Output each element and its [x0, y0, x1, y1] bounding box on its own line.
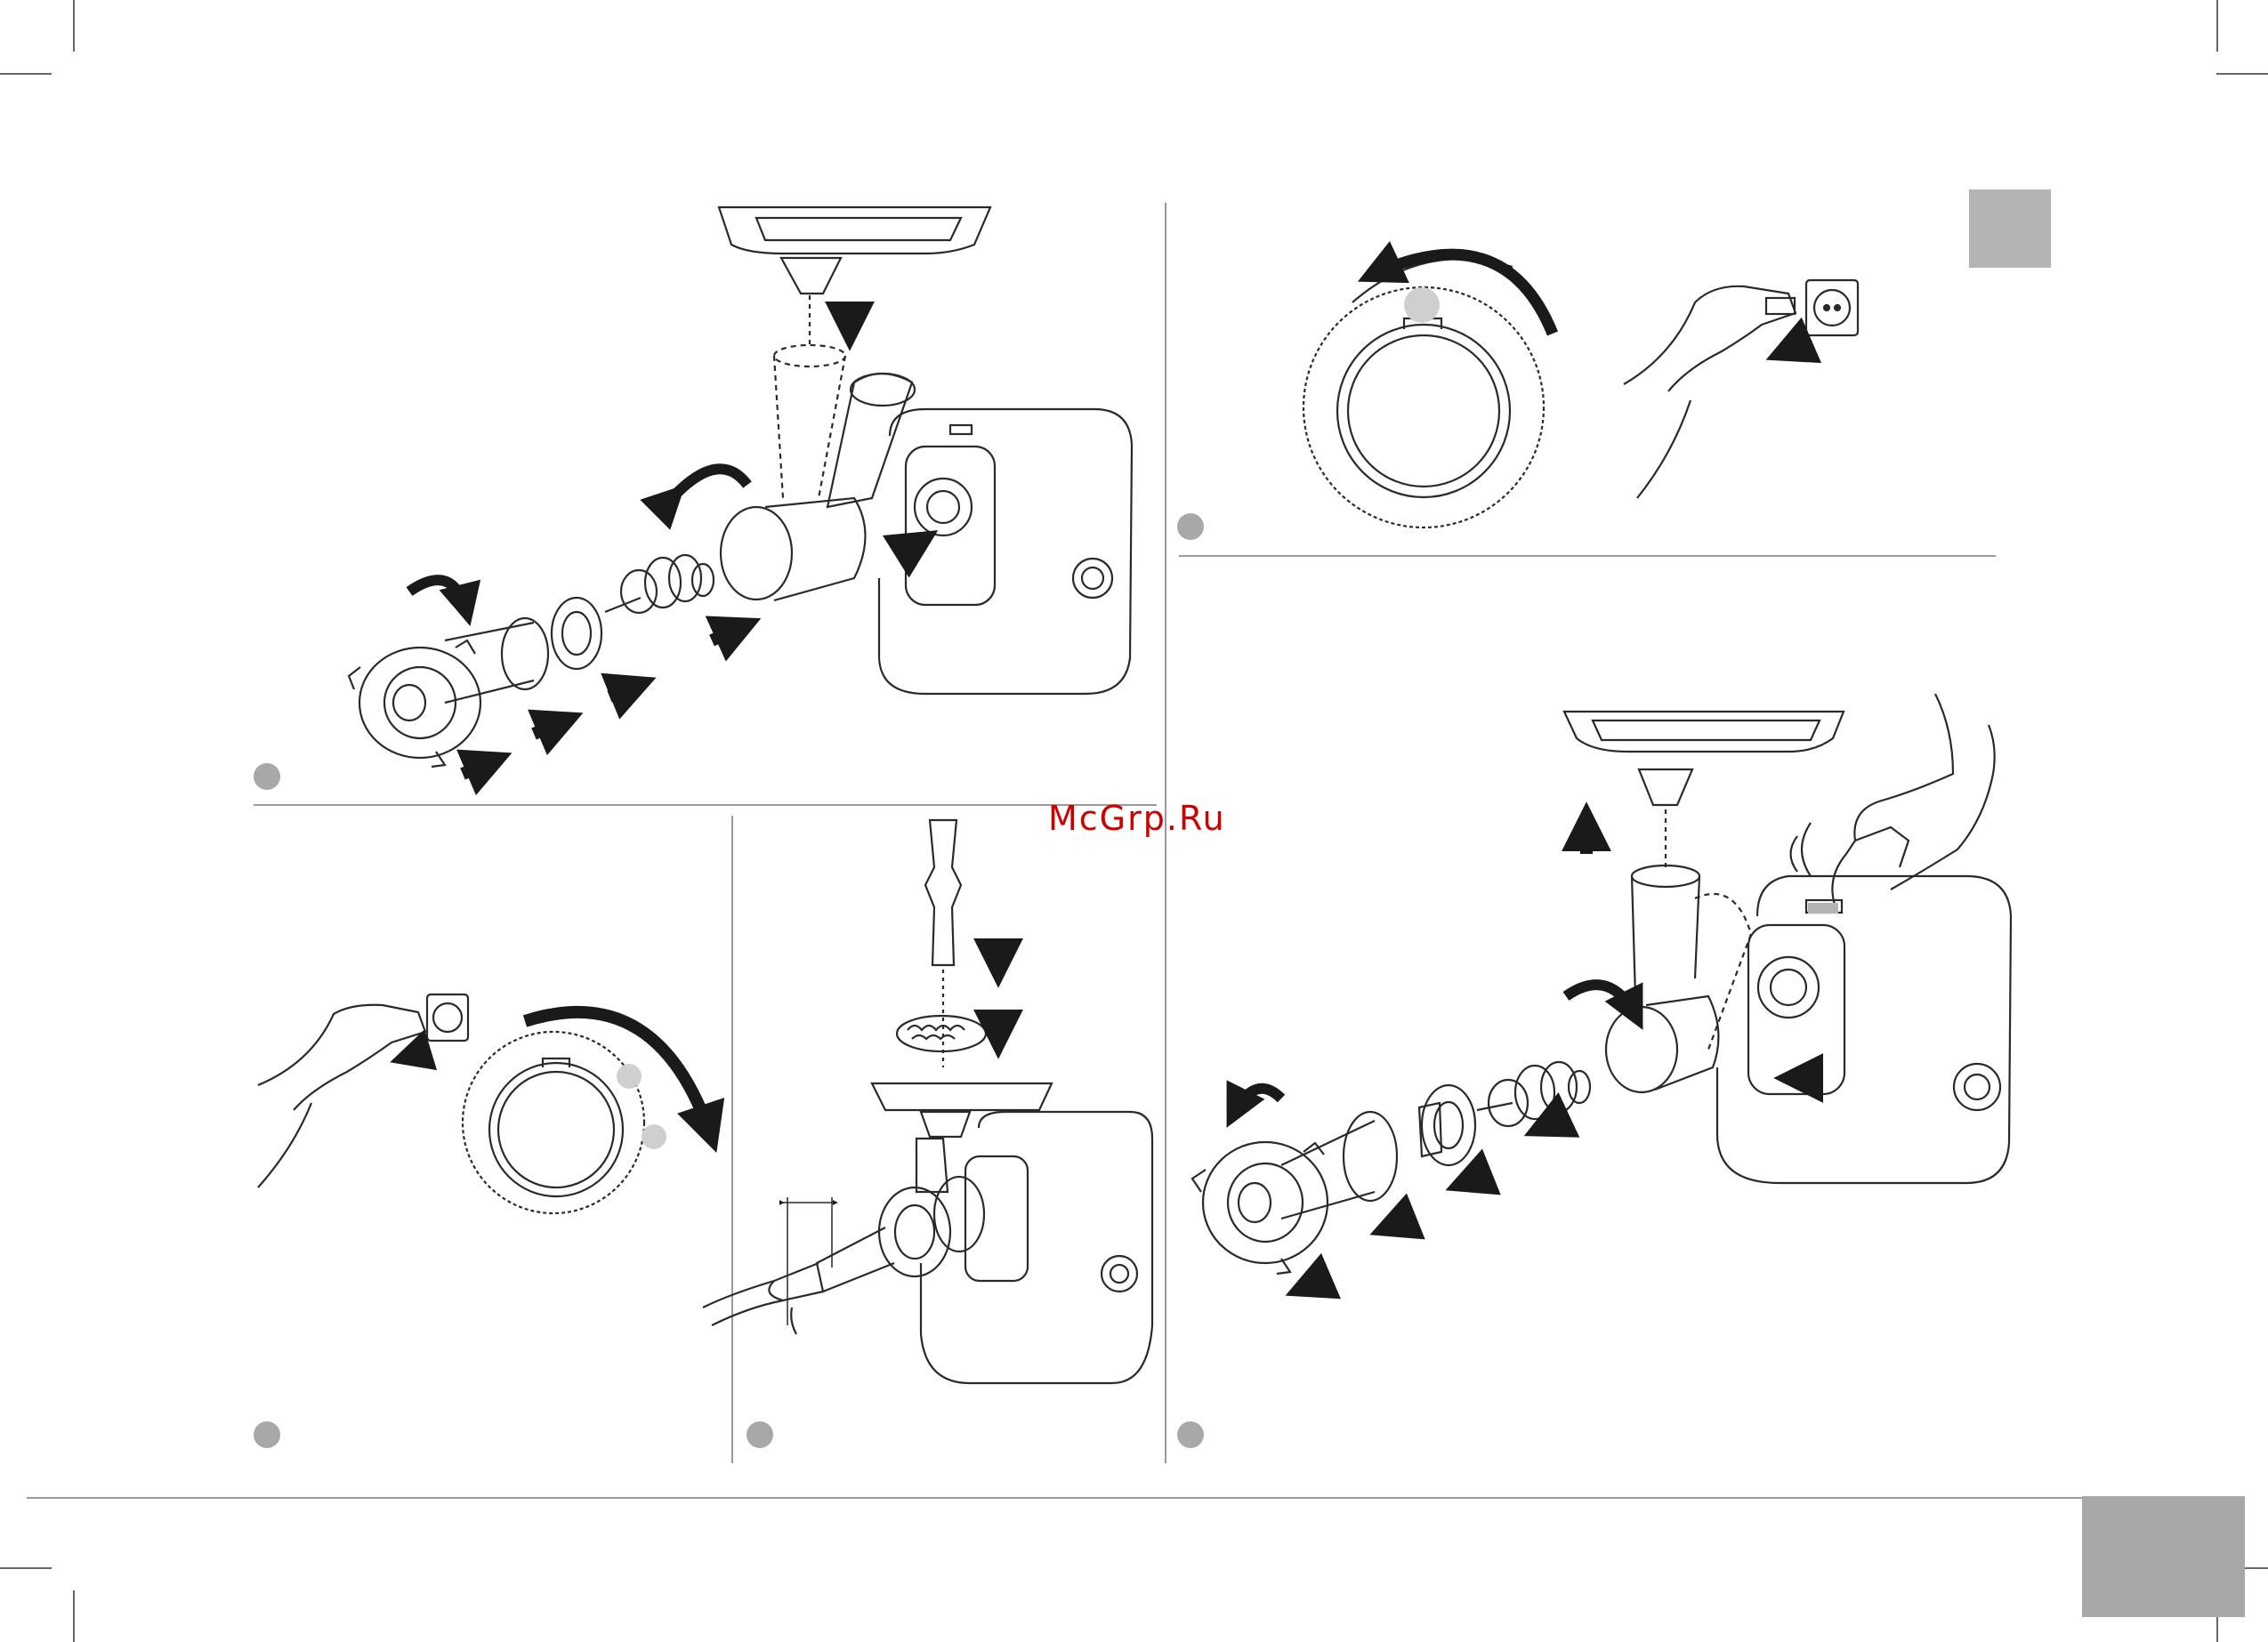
locking-ring-icon: [879, 1187, 950, 1276]
locking-ring-icon: [349, 640, 480, 767]
meat-tray-icon: [1564, 712, 1844, 752]
meat-tray-icon: [872, 1083, 1052, 1110]
highlight-dot: [1404, 287, 1440, 323]
step-badge-disassembly: [1177, 1421, 1204, 1448]
meat-tray-icon: [719, 207, 990, 294]
panel-dividers: [27, 203, 2082, 1498]
panel-sausage: [703, 820, 1152, 1383]
wall-socket-icon: [427, 994, 468, 1041]
minced-meat-icon: [897, 1016, 986, 1051]
cutting-disc-icon: [552, 598, 601, 669]
auger-icon: [1477, 1062, 1590, 1126]
push-arrow-icon: [402, 1052, 423, 1058]
panel-unplug-lock: [1303, 259, 1858, 527]
hand-icon: [1624, 286, 1796, 498]
hand-icon: [258, 1005, 425, 1187]
push-arrow-icon: [463, 302, 925, 774]
locking-ring-icon: [1192, 1142, 1328, 1274]
step-badge-plug-unlock: [254, 1421, 280, 1448]
watermark-text: McGrp.Ru: [1048, 799, 1226, 838]
section-tab-bottom: [2082, 1496, 2245, 1617]
grinder-motor-icon: [879, 409, 1132, 694]
grinder-motor-icon: [921, 1112, 1152, 1383]
grinder-motor-icon: [1717, 876, 2011, 1183]
pusher-icon: [925, 820, 961, 965]
highlight-dot: [617, 1064, 642, 1089]
step-badge-unplug-lock: [1177, 513, 1204, 540]
step-badge-sausage: [747, 1421, 773, 1448]
wall-socket-icon: [1806, 280, 1858, 335]
panel-plug-unlock: [258, 994, 644, 1213]
section-tab-top: [1969, 189, 2051, 268]
push-arrow-icon: [1780, 342, 1806, 354]
auger-icon: [605, 555, 714, 613]
rotate-arrow-icon: [1232, 985, 1637, 1116]
step-badge-assembly: [254, 763, 280, 790]
release-button-highlight: [1808, 903, 1838, 914]
panel-assembly: [349, 207, 1132, 767]
highlight-dot: [642, 1124, 666, 1149]
hand-icon: [1832, 694, 1994, 912]
push-arrow-icon: [1299, 817, 1822, 1290]
cutting-disc-icon: [1422, 1085, 1475, 1165]
